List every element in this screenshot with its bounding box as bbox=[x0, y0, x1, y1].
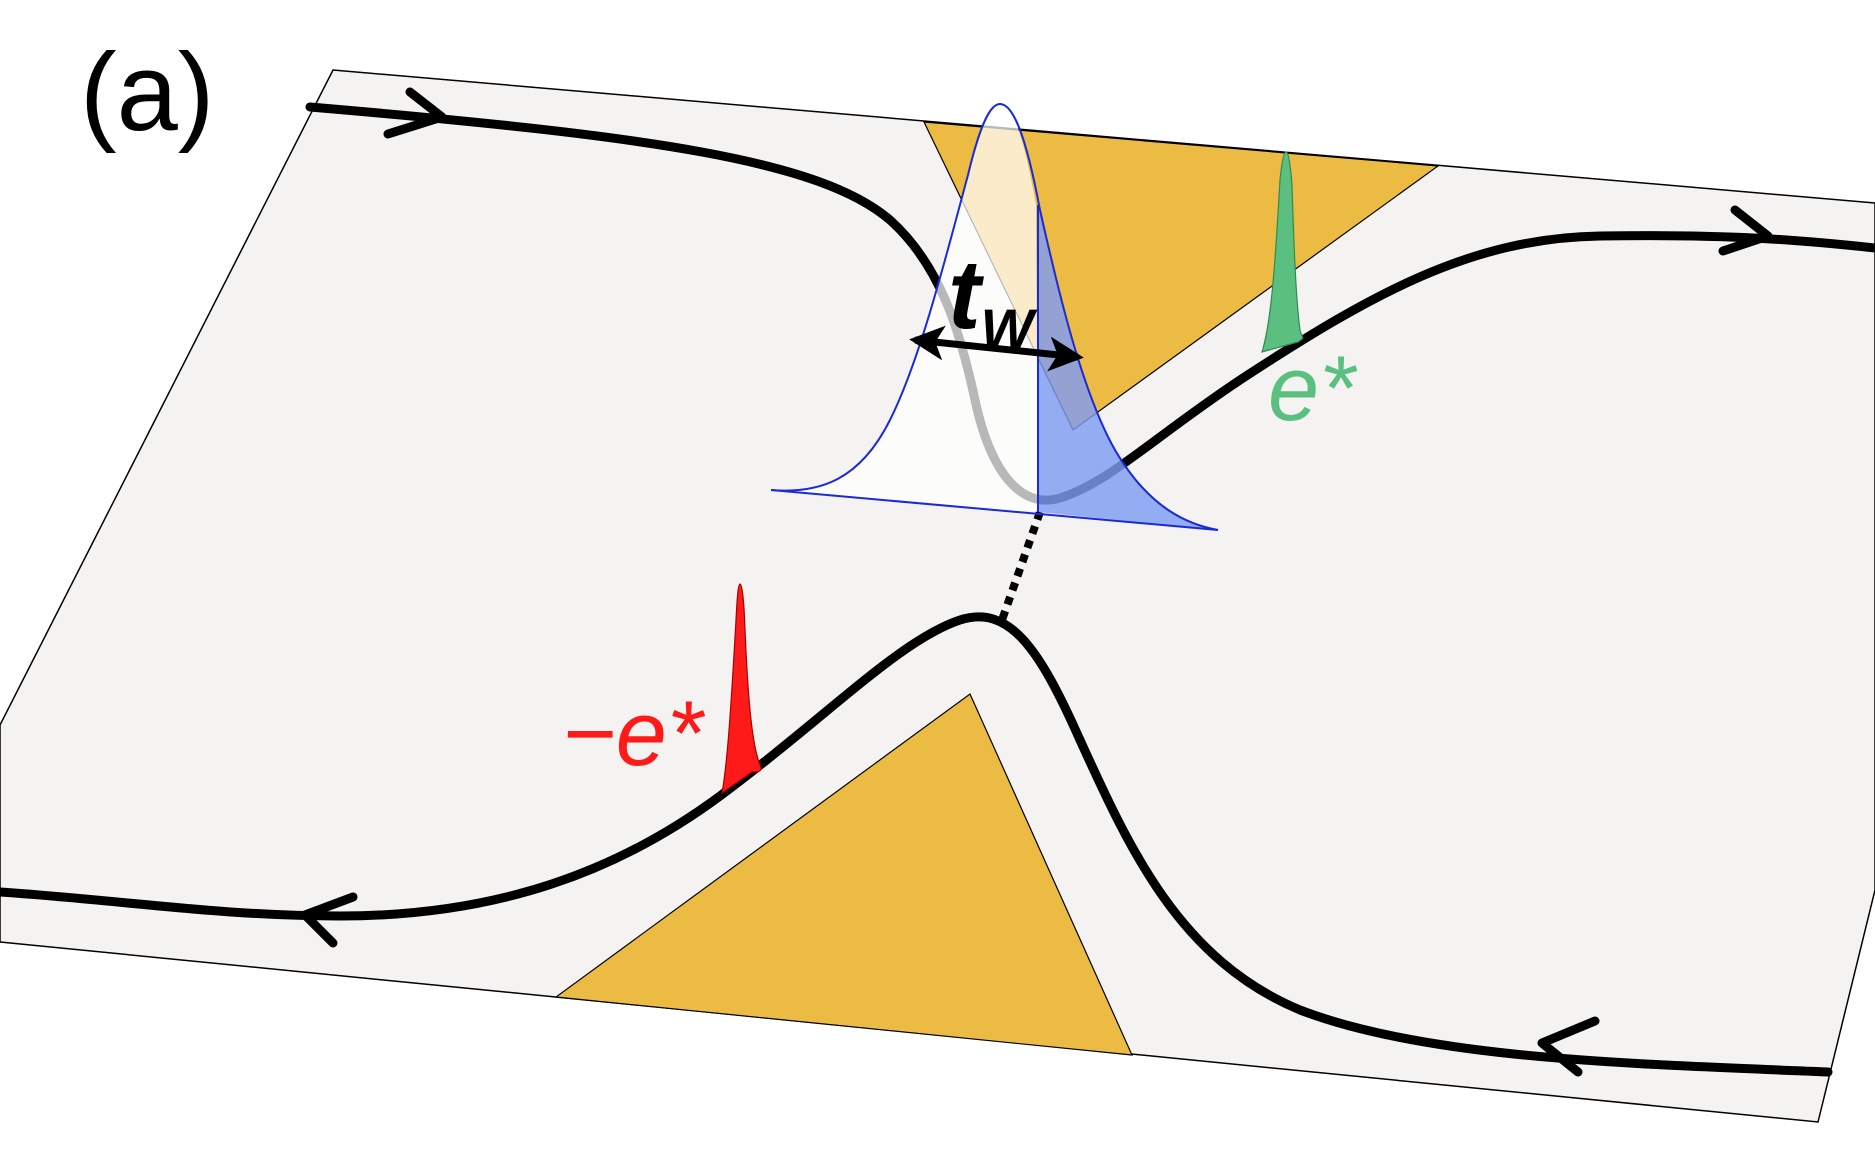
wait-time-arrow bbox=[909, 325, 1084, 372]
transmitted-charge-label: e* bbox=[1268, 338, 1358, 440]
panel-label: (a) bbox=[80, 31, 214, 154]
pulse-outline bbox=[770, 102, 1219, 531]
arrow-top-left-icon bbox=[383, 87, 447, 139]
transmitted-charge-pulse bbox=[1261, 151, 1304, 353]
wait-time-t: t bbox=[948, 239, 984, 349]
reflected-charge-pulse bbox=[721, 583, 762, 795]
arrow-top-right-icon bbox=[1718, 205, 1773, 256]
lower-gate bbox=[554, 693, 1133, 1056]
tunneling-link bbox=[998, 510, 1044, 622]
pulse-baseline bbox=[770, 489, 1219, 531]
lower-edge-channel bbox=[0, 612, 1833, 1077]
pulse-left-half bbox=[771, 104, 1038, 512]
arrow-bottom-left-icon bbox=[300, 892, 358, 948]
wait-time-subscript: W bbox=[981, 297, 1038, 360]
arrow-bottom-right-icon bbox=[1537, 1016, 1600, 1077]
sample-plane bbox=[0, 69, 1875, 1123]
pulse-right-half bbox=[1038, 205, 1218, 530]
reflected-charge-label: −e* bbox=[562, 683, 706, 785]
wait-time-label: tW bbox=[948, 239, 1038, 360]
